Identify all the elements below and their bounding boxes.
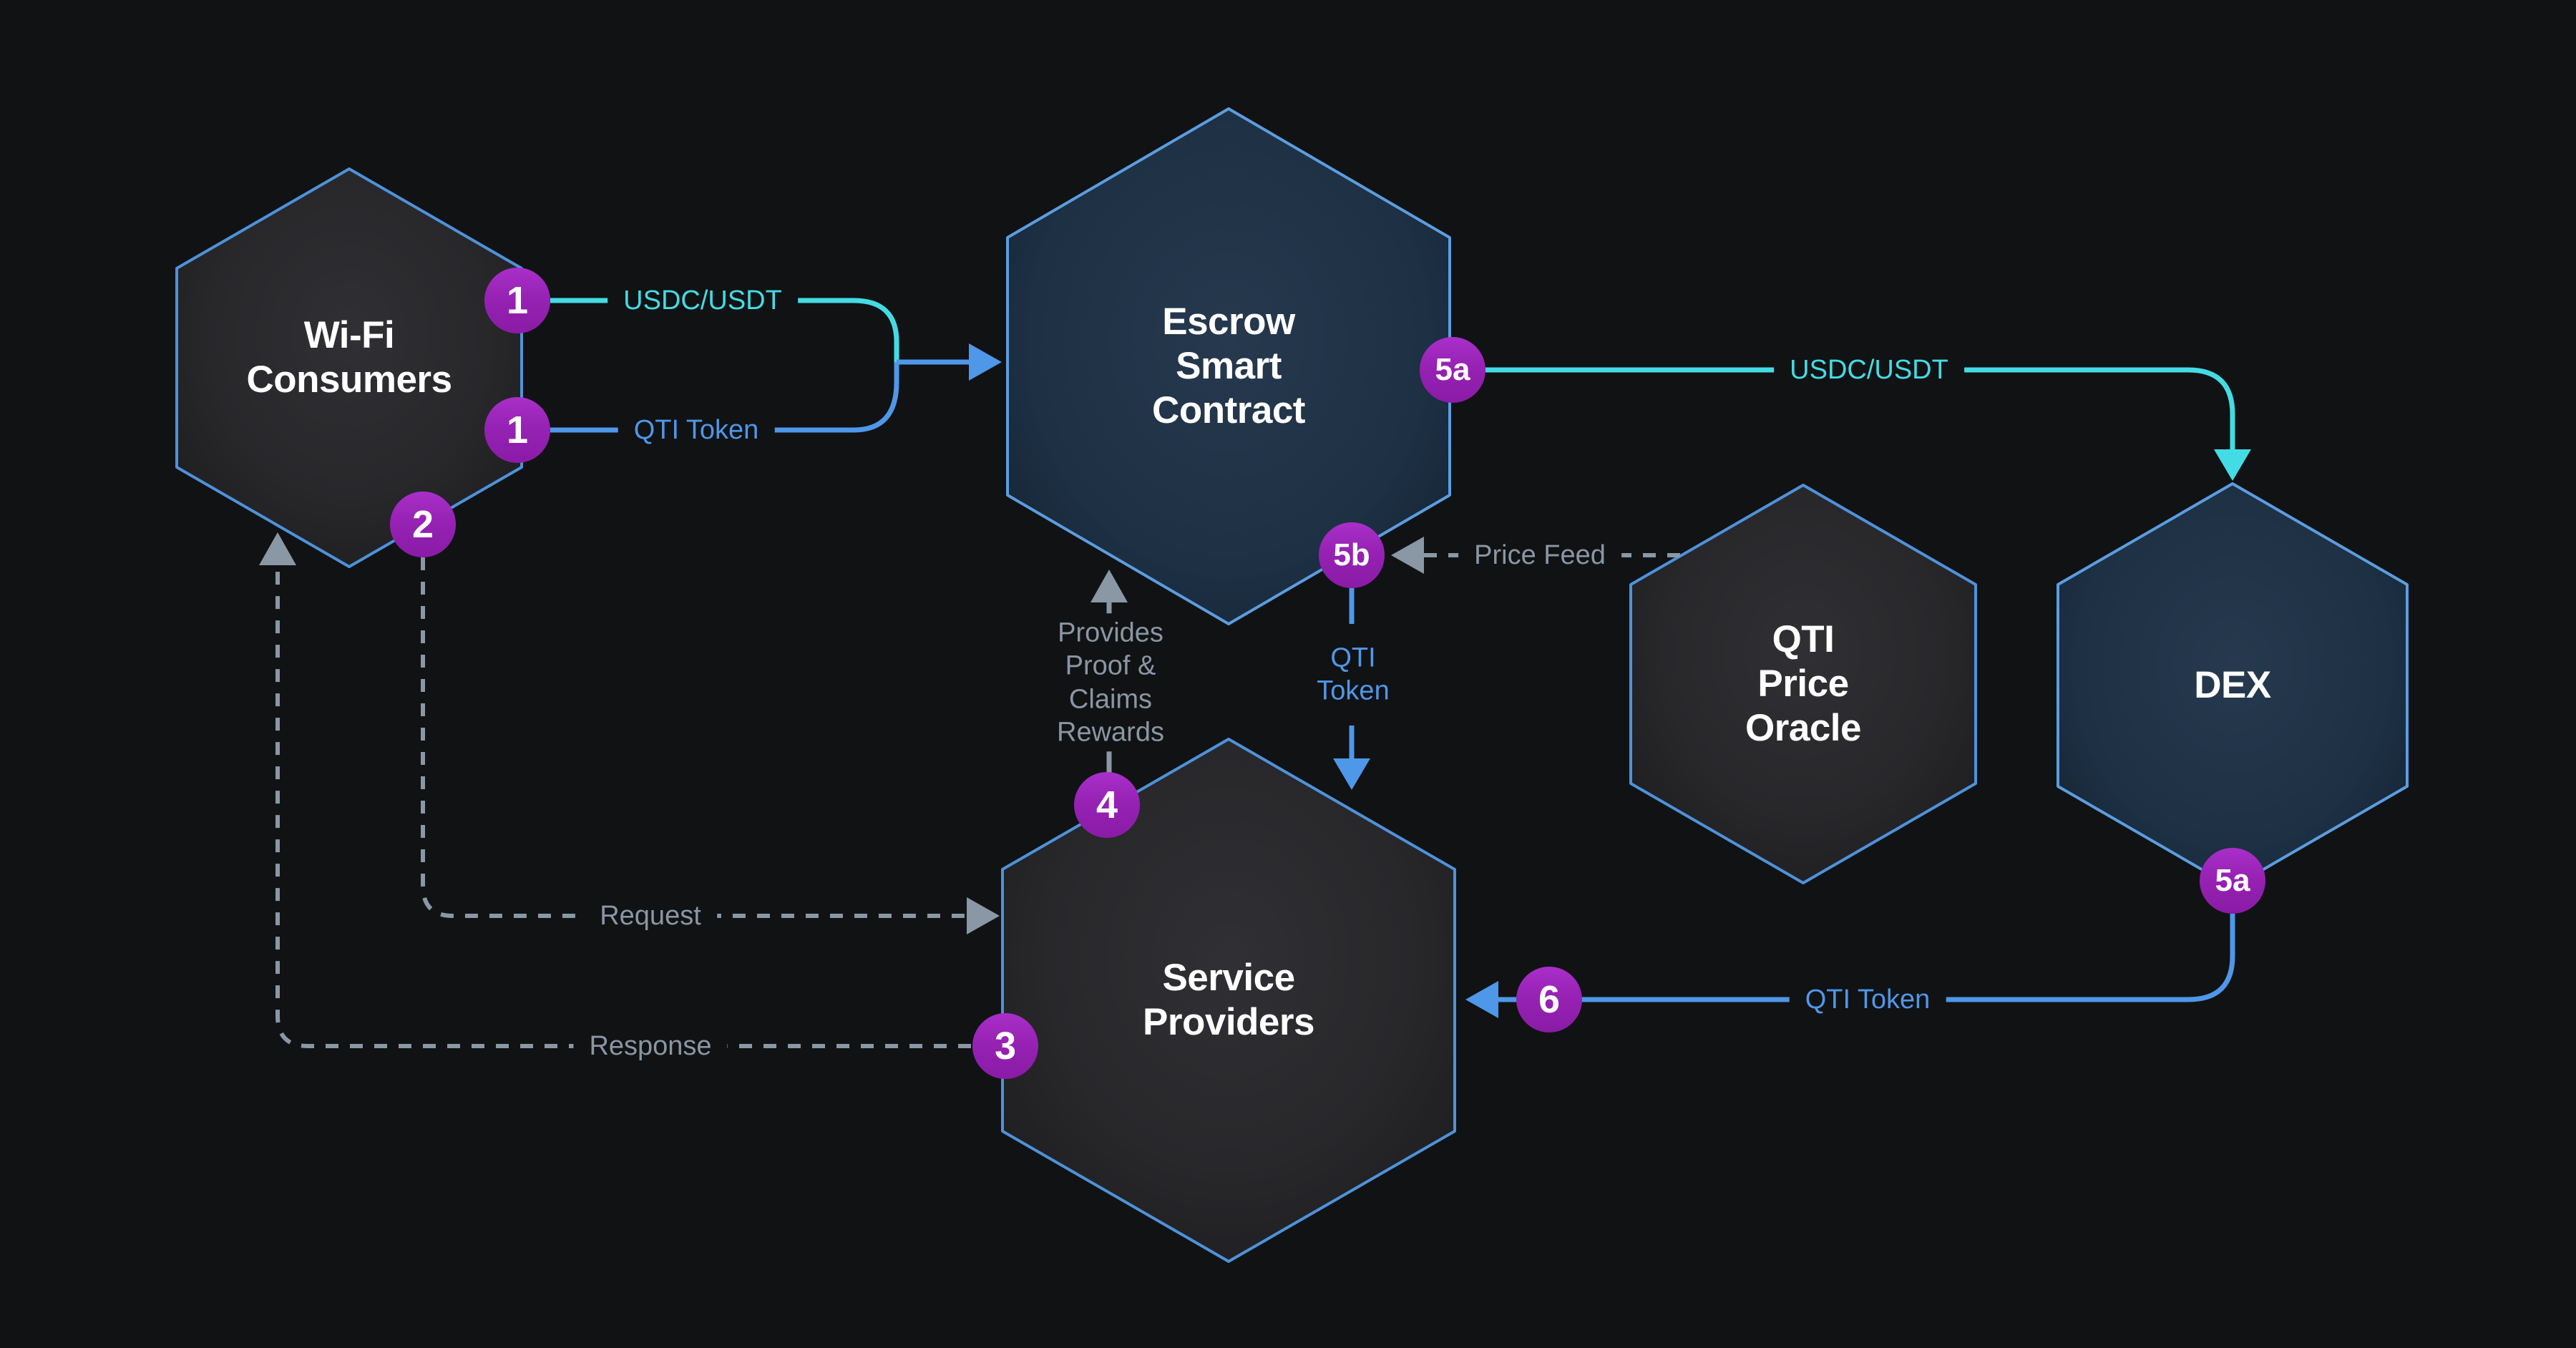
step-badge-4: 4 xyxy=(1074,772,1140,838)
response-label: Response xyxy=(573,1026,728,1066)
usdc-to-dex-arrowhead xyxy=(2214,449,2251,481)
usdc-deposit-line xyxy=(550,298,899,362)
escrow-smart-contract-label: Escrow Smart Contract xyxy=(1152,301,1305,431)
usdc-to-dex-line xyxy=(1485,367,2235,454)
step-badge-5a-dex: 5a xyxy=(2200,848,2265,914)
step-badge-5a-escrow: 5a xyxy=(1420,337,1485,403)
usdc-to-dex-label: USDC/USDT xyxy=(1774,350,1964,390)
usdc-deposit-label: USDC/USDT xyxy=(608,280,798,321)
request-line xyxy=(421,557,966,918)
qti-reward-label: QTI Token xyxy=(1309,638,1397,711)
provides-proof-arrowhead xyxy=(1091,570,1128,602)
step-badge-5b: 5b xyxy=(1319,522,1385,588)
service-providers-hexagon xyxy=(1001,738,1456,1263)
step-badge-1-usdc: 1 xyxy=(484,268,550,333)
step-badge-2: 2 xyxy=(390,492,456,557)
request-label: Request xyxy=(584,896,717,936)
dex-label: DEX xyxy=(2194,664,2271,706)
qti-reward-arrowhead xyxy=(1333,758,1370,790)
escrow-smart-contract-hexagon xyxy=(1006,107,1451,625)
step-badge-3: 3 xyxy=(972,1013,1038,1079)
qti-deposit-line xyxy=(550,362,899,433)
price-feed-arrowhead xyxy=(1391,537,1424,574)
qti-price-oracle-label: QTI Price Oracle xyxy=(1745,618,1862,749)
request-arrowhead xyxy=(967,897,1000,934)
provides-proof-label: Provides Proof & Claims Rewards xyxy=(1050,613,1171,752)
qti-from-dex-label: QTI Token xyxy=(1789,980,1946,1020)
step-badge-6: 6 xyxy=(1516,967,1582,1032)
price-feed-label: Price Feed xyxy=(1458,535,1621,575)
qti-deposit-label: QTI Token xyxy=(618,410,775,450)
step-badge-1-qti: 1 xyxy=(484,397,550,463)
merged-deposit-arrowhead xyxy=(969,343,1002,381)
wifi-consumers-label: Wi-Fi Consumers xyxy=(246,314,452,401)
qti-price-oracle-hexagon xyxy=(1629,484,1977,884)
qti-from-dex-line xyxy=(1496,914,2235,1002)
response-line xyxy=(275,565,971,1048)
qti-from-dex-arrowhead xyxy=(1465,981,1498,1018)
response-arrowhead xyxy=(259,532,296,565)
service-providers-label: Service Providers xyxy=(1142,957,1315,1043)
